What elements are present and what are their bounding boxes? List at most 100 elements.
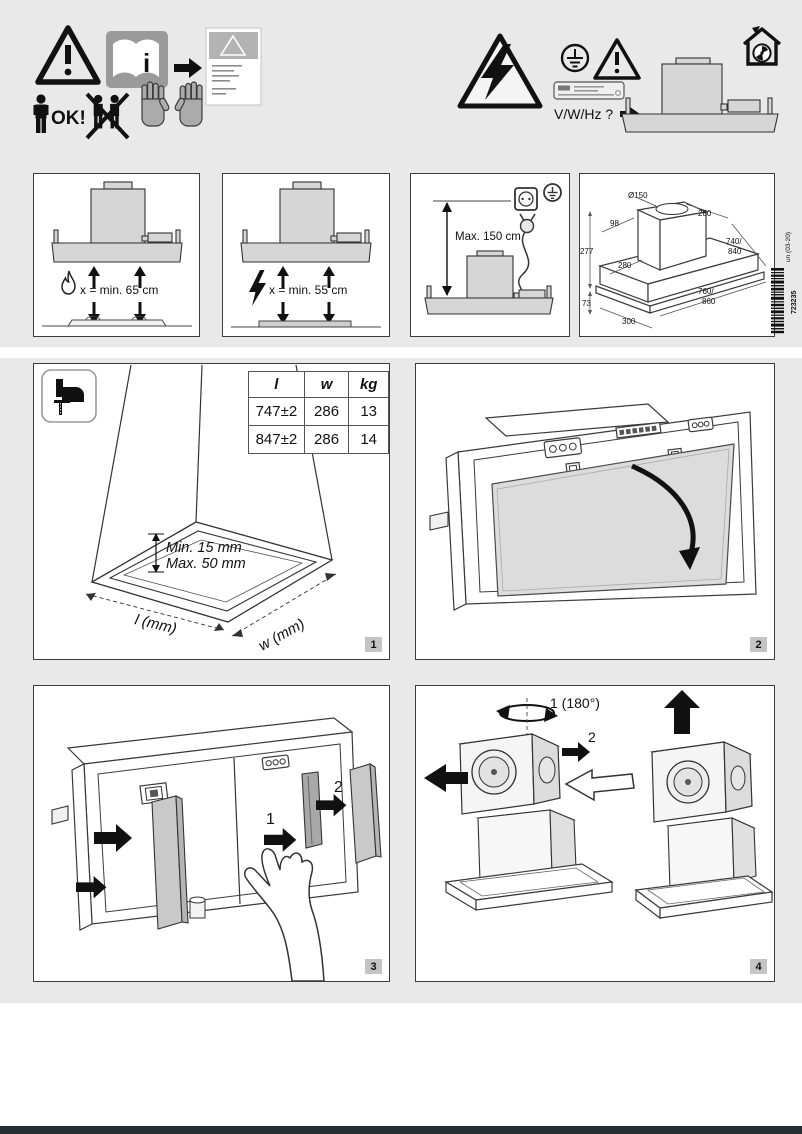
- panel-number-badge: 1: [365, 637, 382, 652]
- footer-bar: [0, 1126, 802, 1134]
- hood-drawing: [240, 181, 372, 263]
- spec-cell: 286: [303, 425, 350, 454]
- dim-top-inset: 98: [610, 219, 619, 228]
- house-recirculation-icon: [742, 26, 782, 66]
- dim-height-body: 73: [582, 299, 591, 308]
- electric-clearance-label: x = min. 55 cm: [269, 283, 347, 297]
- open-direction-arrow: [631, 463, 700, 570]
- push-arrow-left-bottom: [76, 876, 107, 899]
- dim-body-length-a: 740/: [726, 237, 742, 246]
- gloves-icon: [141, 81, 203, 127]
- panel-number-badge: 2: [750, 637, 767, 652]
- plug-and-cable: [517, 213, 536, 299]
- adult-ok-icon: OK!: [33, 94, 86, 133]
- cord-length-label: Max. 150 cm: [455, 231, 521, 243]
- svg-text:i: i: [143, 48, 150, 78]
- open-glass-panel: 2: [415, 363, 775, 660]
- earth-ground-icon: [560, 43, 590, 73]
- flame-icon: [61, 270, 76, 295]
- length-dimension: [85, 593, 225, 631]
- warning-triangle-icon: [35, 25, 101, 85]
- lightning-icon: [249, 270, 266, 306]
- dimensions-panel: Ø150 98 280 740/ 840 277 280 73 760/ 860…: [579, 173, 775, 337]
- rotate-step-label: 1 (180°): [550, 695, 600, 711]
- arrow-right-icon: [174, 58, 202, 78]
- dim-chimney-depth: 280: [618, 261, 632, 270]
- push-arrow-left-top: [94, 824, 132, 852]
- power-cord-panel: Max. 150 cm: [410, 173, 570, 337]
- safety-icons-group: i OK!: [33, 25, 262, 140]
- control-panel-left: [543, 437, 583, 459]
- dimension-lines: [588, 203, 767, 329]
- latch-strip: [301, 771, 323, 849]
- dim-outer-length-a: 760/: [698, 287, 714, 296]
- dim-body-depth: 300: [622, 317, 636, 326]
- hood-drawing: [51, 181, 183, 263]
- electric-hob-drawing: [231, 320, 381, 328]
- control-slider: [615, 421, 662, 439]
- ceiling-gap-indicator: [148, 533, 164, 573]
- filter-cylinder: [189, 896, 206, 919]
- control-panel-small: [261, 754, 290, 771]
- width-dimension: [231, 573, 337, 637]
- glass-panel: [491, 443, 735, 597]
- transfer-arrow: [564, 768, 635, 802]
- socket-icon: [514, 187, 538, 211]
- gas-hob-drawing: [42, 316, 192, 327]
- step2-arrow: [562, 742, 590, 762]
- panel-number-badge: 3: [365, 959, 382, 974]
- dim-height-total: 277: [580, 247, 594, 256]
- warning-triangle-small-icon: [593, 38, 641, 80]
- step2-arrow: [316, 794, 347, 817]
- dim-outer-length-b: 860: [702, 297, 716, 306]
- spec-cell: 14: [348, 425, 389, 454]
- min-gap-label: Min. 15 mm: [166, 540, 242, 556]
- spec-header-w: w: [303, 371, 350, 398]
- dim-chimney-width: 280: [698, 209, 712, 218]
- spec-table: l w kg 747±2 286 13 847±2 286 14: [248, 371, 389, 454]
- pull-left-arrow: [424, 764, 468, 792]
- ok-label: OK!: [51, 108, 86, 129]
- cutout-panel: Min. 15 mm Max. 50 mm l (mm) w (mm): [33, 363, 390, 660]
- revision-label: un (03-20): [785, 232, 792, 262]
- electric-clearance-panel: x = min. 55 cm: [222, 173, 390, 337]
- step2-label: 2: [334, 779, 343, 796]
- spec-header-kg: kg: [348, 371, 389, 398]
- up-arrows: [277, 266, 335, 288]
- max-gap-label: Max. 50 mm: [166, 556, 246, 572]
- left-side-panel-slab: [151, 795, 189, 930]
- side-panels-panel: 1 2 3: [33, 685, 390, 982]
- hand-drawing: [243, 848, 325, 981]
- down-arrows: [277, 302, 335, 324]
- spec-cell: 847±2: [248, 425, 305, 454]
- hood-side-view: [621, 57, 779, 133]
- dim-duct: Ø150: [628, 191, 648, 200]
- dim-body-length-b: 840: [728, 247, 742, 256]
- motor-unit-right: [649, 741, 753, 823]
- voltage-query-label: V/W/Hz ?: [554, 106, 613, 122]
- spec-header-l: l: [248, 371, 305, 398]
- step2-label: 2: [588, 729, 596, 745]
- barcode-number: 723235: [791, 291, 798, 314]
- manual-page-thumbnail: [205, 27, 262, 106]
- high-voltage-triangle-icon: [457, 33, 543, 109]
- read-manual-icon: i: [106, 31, 168, 88]
- earth-ground-small-icon: [543, 183, 562, 202]
- spec-cell: 13: [348, 397, 389, 426]
- step1-arrow: [264, 828, 297, 852]
- motor-unit-left: [424, 733, 561, 815]
- panel-number-badge: 4: [750, 959, 767, 974]
- rating-plate-icon: [553, 81, 625, 100]
- gas-clearance-panel: x = min. 65 cm: [33, 173, 200, 337]
- gas-clearance-label: x = min. 65 cm: [80, 283, 158, 297]
- barcode-block: un (03-20) 723235: [771, 232, 798, 334]
- plenum-box-left: [475, 809, 577, 883]
- base-tray-right: [634, 875, 774, 920]
- lift-up-arrow: [664, 690, 700, 734]
- spec-cell: 747±2: [248, 397, 305, 426]
- base-tray-left: [444, 863, 614, 912]
- up-arrows: [88, 266, 146, 288]
- dimension-labels: Ø150 98 280 740/ 840 277 280 73 760/ 860…: [580, 191, 742, 326]
- jigsaw-tool-icon: [41, 369, 97, 423]
- electrical-icons-group: V/W/Hz ?: [457, 26, 782, 133]
